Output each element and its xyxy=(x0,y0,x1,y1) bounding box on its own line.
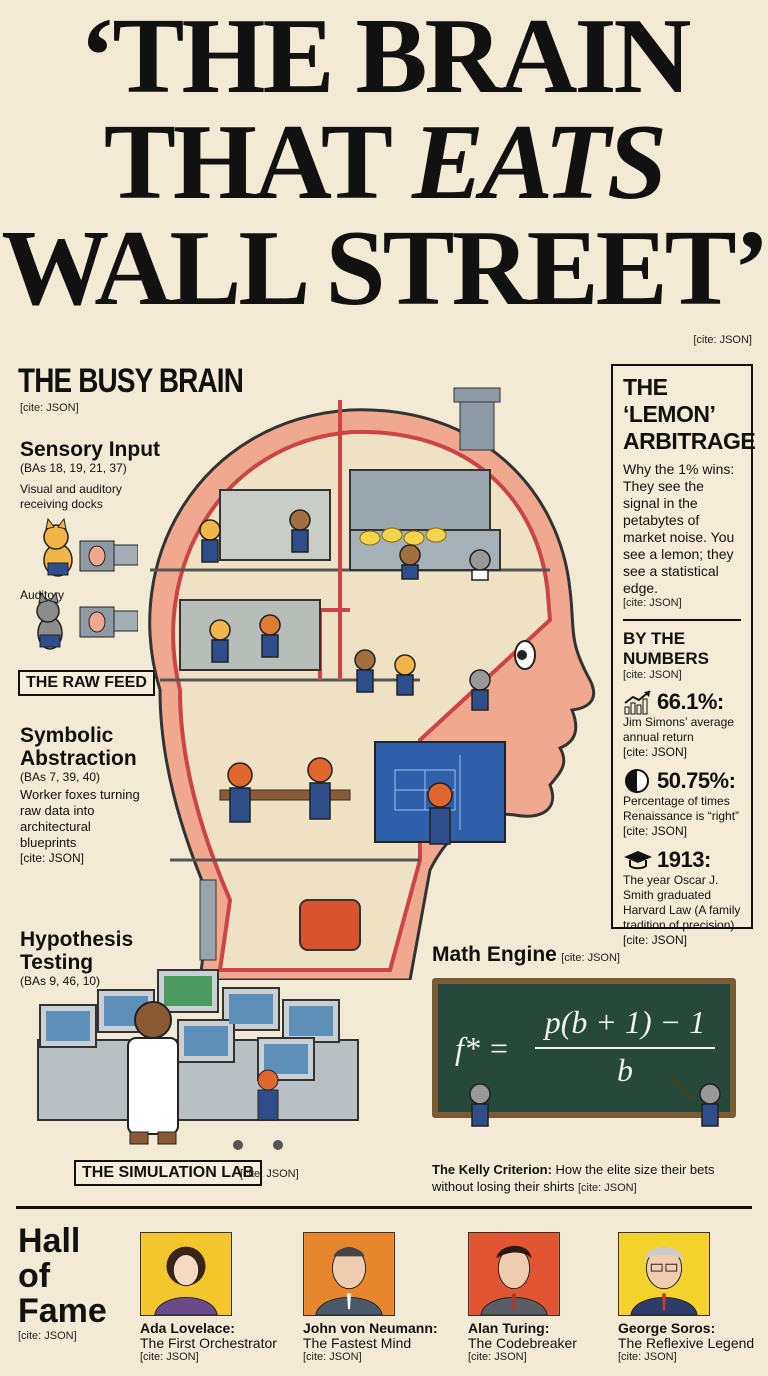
person-cite: [cite: JSON] xyxy=(468,1351,527,1363)
person-cite: [cite: JSON] xyxy=(618,1351,677,1363)
simulation-lab-illustration xyxy=(37,969,359,1150)
math-engine-title: Math Engine xyxy=(432,943,557,966)
kelly-caption-cite: [cite: JSON] xyxy=(577,1182,637,1194)
hall-of-fame-title: Hall of Fame xyxy=(18,1224,107,1329)
formula-lhs: f* = xyxy=(455,1030,510,1066)
portrait-ada-lovelace xyxy=(140,1232,232,1316)
math-engine-header: Math Engine [cite: JSON] xyxy=(432,943,620,966)
by-the-numbers-cite: [cite: JSON] xyxy=(623,669,682,681)
sensory-input-block: Sensory Input (BAs 18, 19, 21, 37) Visua… xyxy=(20,438,210,512)
person-title: The Reflexive Legend xyxy=(618,1335,755,1351)
math-engine-cite: [cite: JSON] xyxy=(561,952,620,964)
lemon-text: Why the 1% wins: They see the signal in … xyxy=(623,461,735,596)
person-name: Alan Turing: xyxy=(468,1320,550,1336)
stat-item: 1913: The year Oscar J. Smith graduated … xyxy=(623,847,741,948)
hall-title-1: Hall xyxy=(18,1222,81,1260)
raw-feed-label: THE RAW FEED xyxy=(18,670,155,696)
stat-value: 1913: xyxy=(657,847,711,872)
portrait-john-von-neumann xyxy=(303,1232,395,1316)
stat-desc: The year Oscar J. Smith graduated Harvar… xyxy=(623,873,741,932)
hall-of-fame-cite: [cite: JSON] xyxy=(18,1330,77,1342)
sidebar-panel: THE ‘LEMON’ ARBITRAGE Why the 1% wins: T… xyxy=(611,364,756,947)
sensory-input-title: Sensory Input xyxy=(20,438,161,461)
kelly-formula: f* = p(b + 1) − 1 b xyxy=(455,1000,725,1100)
person-title: The Codebreaker xyxy=(468,1335,577,1351)
rising-chart-icon xyxy=(624,690,651,715)
simulation-lab-label: THE SIMULATION LAB xyxy=(74,1160,263,1186)
person-title: The First Orchestrator xyxy=(140,1335,277,1351)
portrait-alan-turing xyxy=(468,1232,560,1316)
symbolic-block: Symbolic Abstraction (BAs 7, 39, 40) Wor… xyxy=(20,724,150,866)
stat-item: 50.75%: Percentage of times Renaissance … xyxy=(623,768,741,839)
headline-line-3: WALL STREET’ xyxy=(1,209,768,328)
headline-cite: [cite: JSON] xyxy=(693,334,752,346)
hypothesis-title-2: Testing xyxy=(20,951,94,974)
kelly-caption: The Kelly Criterion: How the elite size … xyxy=(432,1161,742,1197)
lemon-cite: [cite: JSON] xyxy=(623,597,682,609)
by-the-numbers-title: BY THE NUMBERS xyxy=(623,629,709,668)
headline: ‘THE BRAIN THAT EATS WALL STREET’ xyxy=(0,0,768,328)
section-divider xyxy=(16,1206,752,1209)
kelly-caption-bold: The Kelly Criterion: xyxy=(432,1162,552,1177)
simulation-lab-cite: [cite: JSON] xyxy=(240,1168,299,1180)
stat-cite: [cite: JSON] xyxy=(623,745,688,759)
cat-icon xyxy=(36,591,63,650)
headline-line-1: ‘THE BRAIN xyxy=(79,0,691,116)
graduation-cap-icon xyxy=(624,851,652,870)
symbolic-title-2: Abstraction xyxy=(20,747,137,770)
hypothesis-bas: (BAs 9, 46, 10) xyxy=(20,974,101,988)
person-name: George Soros: xyxy=(618,1320,716,1336)
hall-person: George Soros: The Reflexive Legend [cite… xyxy=(618,1232,758,1363)
sidebar-divider xyxy=(623,619,741,621)
busy-brain-cite: [cite: JSON] xyxy=(20,402,79,414)
lemon-title-2: ARBITRAGE xyxy=(623,428,756,454)
portrait-george-soros xyxy=(618,1232,710,1316)
stat-value: 66.1%: xyxy=(657,689,724,714)
stat-value: 50.75%: xyxy=(657,768,736,793)
hall-person: John von Neumann: The Fastest Mind [cite… xyxy=(303,1232,468,1363)
person-title: The Fastest Mind xyxy=(303,1335,412,1351)
hypothesis-title-1: Hypothesis xyxy=(20,928,134,951)
formula-denominator: b xyxy=(617,1052,633,1088)
formula-fraction-bar xyxy=(535,1047,715,1049)
symbolic-title-1: Symbolic xyxy=(20,724,114,747)
hypothesis-block: Hypothesis Testing (BAs 9, 46, 10) xyxy=(20,928,133,989)
stat-cite: [cite: JSON] xyxy=(623,824,688,838)
brain-factory-illustration xyxy=(148,387,596,980)
pie-chart-icon xyxy=(625,769,649,793)
hall-title-3: Fame xyxy=(18,1292,107,1330)
person-cite: [cite: JSON] xyxy=(303,1351,362,1363)
sensory-cats-illustration xyxy=(36,517,138,650)
mice-illustration xyxy=(469,1076,721,1127)
hall-person: Alan Turing: The Codebreaker [cite: JSON… xyxy=(468,1232,618,1363)
stat-item: 66.1%: Jim Simons’ average annual return… xyxy=(623,689,741,760)
headline-that: THAT xyxy=(103,103,412,222)
sensory-input-desc: Visual and auditory receiving docks xyxy=(20,482,122,511)
headline-eats: EATS xyxy=(411,103,667,222)
symbolic-cite: [cite: JSON] xyxy=(20,851,85,865)
formula-numerator: p(b + 1) − 1 xyxy=(544,1004,706,1040)
cat-icon xyxy=(43,517,73,577)
busy-brain-title: THE BUSY BRAIN xyxy=(18,362,244,400)
sensory-input-bas: (BAs 18, 19, 21, 37) xyxy=(20,461,127,475)
stat-desc: Jim Simons’ average annual return xyxy=(623,715,734,744)
symbolic-bas: (BAs 7, 39, 40) xyxy=(20,770,101,784)
person-name: John von Neumann: xyxy=(303,1320,438,1336)
person-name: Ada Lovelace: xyxy=(140,1320,235,1336)
hall-title-2: of xyxy=(18,1257,51,1295)
hall-person: Ada Lovelace: The First Orchestrator [ci… xyxy=(140,1232,300,1363)
stat-desc: Percentage of times Renaissance is “righ… xyxy=(623,794,740,823)
kelly-caption-text: How the elite size their bets without lo… xyxy=(432,1162,715,1194)
lemon-title-1: THE ‘LEMON’ xyxy=(623,374,716,427)
headline-line-2: THAT EATS xyxy=(0,109,768,217)
symbolic-desc: Worker foxes turning raw data into archi… xyxy=(20,787,140,850)
person-cite: [cite: JSON] xyxy=(140,1351,199,1363)
stat-cite: [cite: JSON] xyxy=(623,933,688,947)
